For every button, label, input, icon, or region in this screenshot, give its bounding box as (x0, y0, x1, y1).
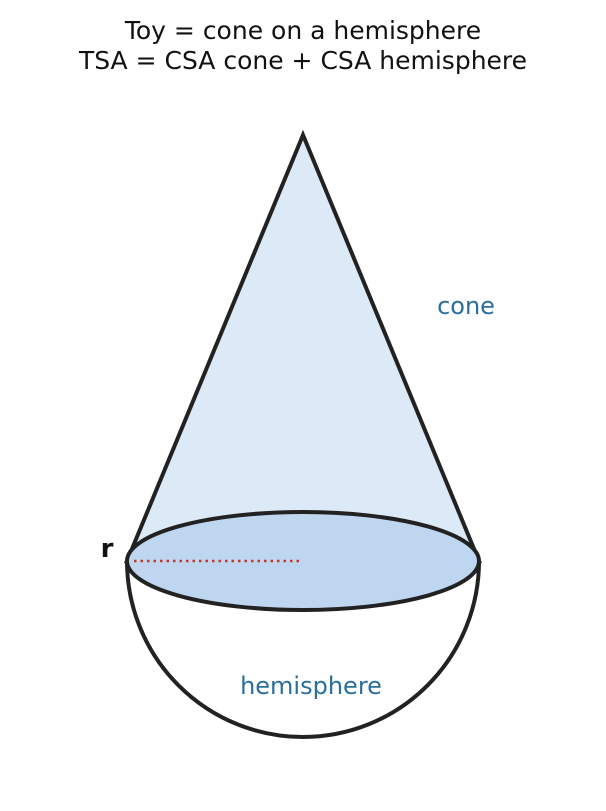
cone-label: cone (437, 292, 495, 320)
hemisphere-label: hemisphere (240, 672, 382, 700)
diagram-title-line-2: TSA = CSA cone + CSA hemisphere (78, 46, 528, 75)
radius-label: r (101, 534, 114, 564)
diagram-title-line-1: Toy = cone on a hemisphere (124, 16, 482, 45)
cone-shape (124, 129, 482, 563)
base-circle (125, 510, 481, 612)
